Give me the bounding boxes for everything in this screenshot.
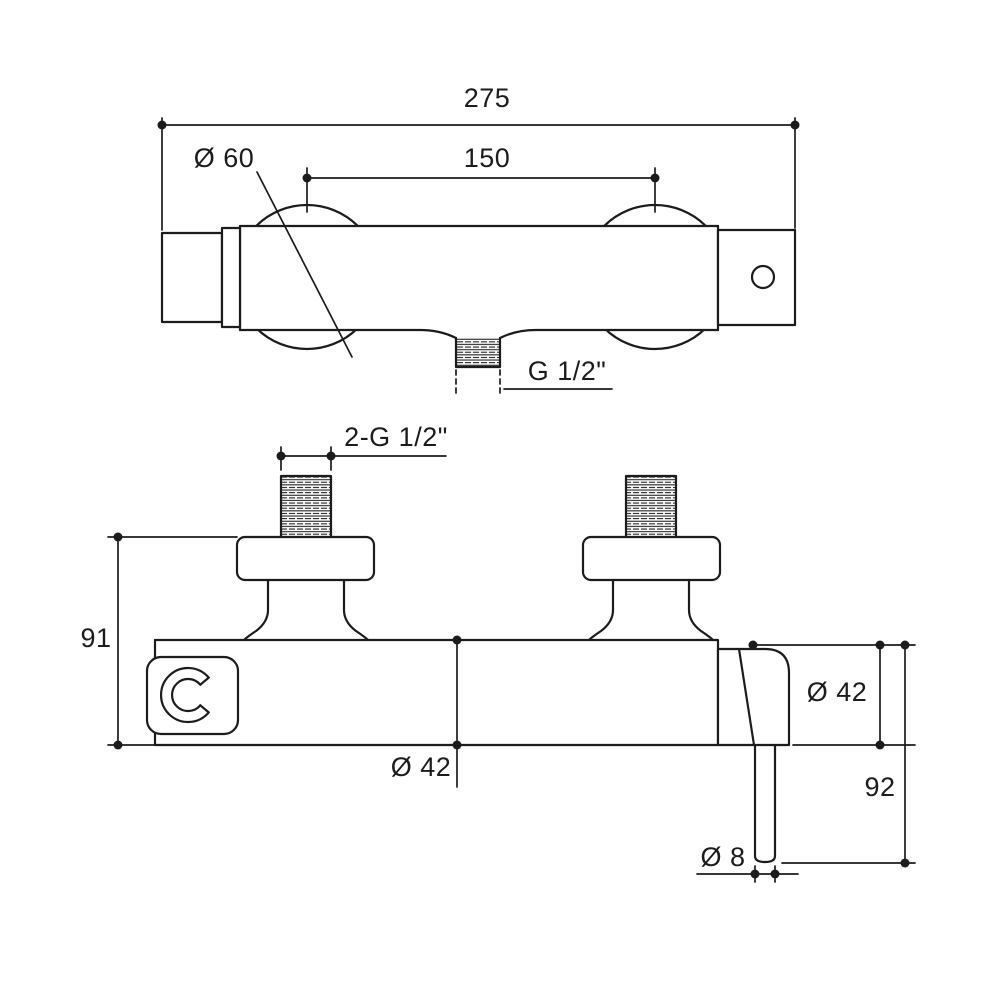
dim-dot xyxy=(900,640,910,650)
dim-dot xyxy=(900,858,910,868)
dim-overall-width-label: 275 xyxy=(464,83,511,113)
dim-dot xyxy=(452,740,462,750)
bracket-ring-gap xyxy=(199,676,210,714)
dim-height-label: 91 xyxy=(80,623,111,653)
dim-dot xyxy=(875,740,885,750)
dim-inlet-thread: 2-G 1/2" xyxy=(276,422,448,471)
dim-dot xyxy=(157,120,167,130)
dim-dot xyxy=(113,532,123,542)
dim-dot xyxy=(113,740,123,750)
dim-outlet-height: 92 xyxy=(781,640,916,868)
mixer-body-front xyxy=(153,638,720,747)
handle-outline xyxy=(716,647,791,747)
bar-fill xyxy=(240,226,718,330)
dim-inlet-spacing: 150 xyxy=(302,143,660,213)
thread-hatch xyxy=(456,338,500,367)
dim-pin-diameter: Ø 8 xyxy=(696,842,799,883)
dim-dot xyxy=(748,640,758,650)
right-neck xyxy=(587,578,715,642)
dim-dot xyxy=(770,869,780,879)
ext-lines xyxy=(749,644,916,746)
handle xyxy=(716,647,791,747)
right-valve-block xyxy=(716,228,797,327)
front-view: 2-G 1/2" 91 Ø 42 Ø 42 xyxy=(80,422,916,883)
ext-lines xyxy=(280,446,332,471)
dim-dot xyxy=(276,451,286,461)
top-view: 275 150 Ø 60 G 1/2" xyxy=(157,83,800,395)
dim-pin-diameter-label: Ø 8 xyxy=(700,842,745,872)
left-inlet-thread xyxy=(279,474,333,539)
bracket-ring-outer xyxy=(160,666,210,724)
bracket-ring-inner xyxy=(170,677,202,713)
dim-dot xyxy=(452,635,462,645)
body-outline xyxy=(153,638,720,747)
bar-bottom-edge-with-boss xyxy=(238,328,720,340)
handle-lever-line xyxy=(737,647,756,747)
right-flange xyxy=(581,535,722,582)
dim-dot xyxy=(326,451,336,461)
left-end-cap xyxy=(160,231,224,324)
dim-body-diameter-label: Ø 42 xyxy=(391,752,452,782)
left-flange xyxy=(235,535,376,582)
thread-hatch xyxy=(281,476,331,537)
thread-hatch xyxy=(626,476,676,537)
dim-inlet-spacing-label: 150 xyxy=(464,143,511,173)
dim-handle-diameter-label: Ø 42 xyxy=(807,677,868,707)
leader-line xyxy=(256,171,353,358)
ext-lines xyxy=(306,167,656,213)
dim-dot xyxy=(650,173,660,183)
thread-outline xyxy=(279,474,333,539)
thread-sides xyxy=(454,336,502,369)
dim-dot xyxy=(302,173,312,183)
body-fill xyxy=(155,640,718,745)
dim-dot xyxy=(790,120,800,130)
dim-height-91: 91 xyxy=(80,532,238,750)
label-outlet-thread: G 1/2" xyxy=(503,356,613,390)
outlet-thread-label: G 1/2" xyxy=(528,356,607,386)
dim-body-diameter: Ø 42 xyxy=(391,635,462,788)
mixer-bar-body xyxy=(160,224,797,340)
ext-lines xyxy=(161,117,796,231)
dim-escutcheon-diameter: Ø 60 xyxy=(194,143,353,358)
dim-overall-width: 275 xyxy=(157,83,800,231)
left-neck xyxy=(242,578,370,642)
shower-holder-bracket xyxy=(145,655,240,736)
dim-outlet-height-label: 92 xyxy=(864,772,895,802)
left-collar xyxy=(220,226,242,329)
dim-handle-diameter: Ø 42 xyxy=(748,640,916,750)
thread-outline xyxy=(624,474,678,539)
right-inlet-thread xyxy=(624,474,678,539)
outlet-rod xyxy=(753,745,777,864)
dim-dot xyxy=(750,869,760,879)
dim-dot xyxy=(875,640,885,650)
outlet-thread-stub xyxy=(454,336,502,395)
right-block-button xyxy=(750,264,776,290)
dim-escutcheon-diameter-label: Ø 60 xyxy=(194,143,255,173)
inlet-thread-label: 2-G 1/2" xyxy=(344,422,448,452)
thread-hidden-lines xyxy=(455,369,501,395)
